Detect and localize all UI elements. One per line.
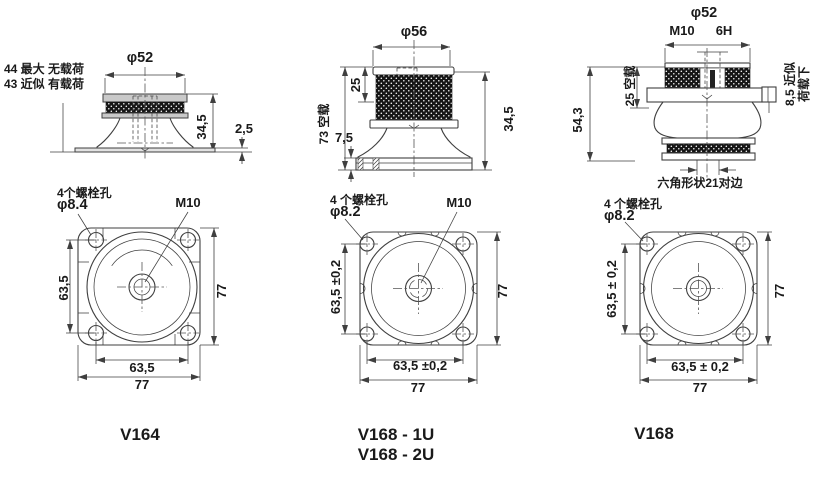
dimension-lines (621, 231, 772, 384)
v168u-side-drawing (338, 40, 492, 182)
v168-loaded-note-line1: 8,5 近似 (783, 61, 797, 107)
dimension-lines (341, 231, 501, 384)
center-hole (673, 263, 723, 314)
v164-plate-size-h-dim: 77 (134, 377, 150, 392)
leader-lines (77, 211, 189, 283)
v164-height-dim: 34,5 (194, 114, 209, 140)
v168u-height-dim: 34,5 (501, 106, 516, 132)
v168-1u-caption: V168 - 1U (357, 425, 435, 444)
mount-cap (664, 62, 751, 69)
v168-upper-free-height-dim: 25 空载 (623, 65, 637, 107)
v164-center-thread-label: M10 (175, 195, 201, 210)
v164-loaded-height-note: 43 近似 有载荷 (4, 77, 85, 91)
leader-lines (344, 211, 458, 284)
center-hole (117, 262, 167, 312)
v164-top-diameter-label: φ52 (126, 50, 154, 66)
v164-hole-spacing-v-dim: 63,5 (56, 275, 71, 301)
v164-bolt-hole-diameter: φ8.4 (57, 197, 88, 213)
v168-caption: V168 (634, 424, 674, 443)
v164-plan-drawing (66, 211, 219, 381)
v168-thread-label: M10 (669, 23, 695, 38)
v168-loaded-note-line2: 荷载下 (797, 66, 811, 103)
v168u-plate-size-h-dim: 77 (410, 380, 426, 395)
v168-side-drawing (587, 42, 777, 178)
v168u-hole-spacing-v-dim: 63,5 ±0,2 (328, 259, 343, 315)
v164-unloaded-height-note: 44 最大 无载荷 (4, 62, 85, 76)
v168u-top-diameter-label: φ56 (400, 24, 428, 40)
v164-plate-size-v-dim: 77 (214, 283, 229, 299)
v168u-hole-spacing-h-dim: 63,5 ±0,2 (392, 358, 448, 373)
v168-loaded-height-note: 8,5 近似 荷载下 (783, 46, 811, 122)
leader-lines (624, 221, 644, 242)
v168u-knurl-height-dim: 25 (348, 77, 363, 93)
v168u-plate-size-v-dim: 77 (495, 283, 510, 299)
v168u-free-height-dim: 73 空载 (317, 103, 331, 145)
dimension-lines (587, 42, 770, 175)
v168-hex-note: 六角形状21对边 (657, 176, 743, 190)
v168-bolt-holes-note: 4 个螺栓孔 (604, 197, 663, 211)
center-hole (393, 263, 443, 314)
v168u-bolt-hole-diameter: φ8.2 (330, 204, 361, 220)
v164-bolt-holes-note: 4个螺栓孔 (57, 186, 112, 200)
base-disc (661, 137, 756, 161)
v168u-plan-drawing (341, 211, 501, 384)
v168-bolt-hole-diameter: φ8.2 (604, 208, 635, 224)
v168-thread-tolerance-label: 6H (715, 23, 733, 38)
v168-height-dim: 54,3 (570, 107, 585, 133)
v168-top-diameter-label: φ52 (690, 5, 718, 21)
stud-hidden-lines (704, 52, 721, 88)
v168-hole-spacing-v-dim: 63,5 ± 0,2 (604, 260, 619, 318)
v164-caption: V164 (120, 425, 160, 444)
mount-cap (372, 66, 455, 76)
v168-hole-spacing-h-dim: 63,5 ± 0,2 (671, 359, 729, 374)
upper-flange (646, 86, 777, 103)
v164-base-thickness-dim: 2,5 (234, 121, 254, 136)
rubber-element (664, 67, 751, 89)
dimension-lines (66, 227, 219, 381)
v164-hole-spacing-h-dim: 63,5 (129, 360, 155, 375)
v168u-bolt-holes-note: 4 个螺栓孔 (330, 193, 389, 207)
v168u-center-thread-label: M10 (446, 195, 472, 210)
v168u-base-height-dim: 7,5 (334, 130, 354, 145)
cap-slot-hidden (396, 67, 418, 75)
v164-side-drawing (50, 67, 252, 164)
v168-plate-size-v-dim: 77 (772, 283, 787, 299)
v168-2u-caption: V168 - 2U (357, 445, 435, 464)
v168-plan-drawing (621, 221, 772, 384)
flange-plate (77, 227, 201, 346)
base-bell (653, 101, 762, 139)
v168-plate-size-h-dim: 77 (692, 380, 708, 395)
